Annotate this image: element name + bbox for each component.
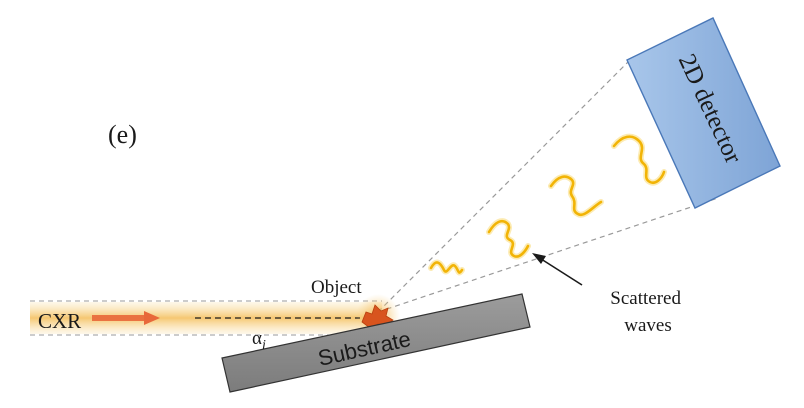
- wave-squiggle-icon: [611, 133, 667, 186]
- incident-beam: [30, 300, 382, 336]
- angle-subscript: i: [262, 338, 266, 353]
- angle-symbol: α: [252, 328, 262, 349]
- pointer-arrow-icon: [532, 253, 583, 286]
- panel-label: (e): [108, 120, 137, 149]
- scattered-line2: waves: [624, 315, 671, 336]
- beam-label: CXR: [38, 309, 81, 333]
- wave-squiggle-icon: [428, 259, 465, 276]
- detector: 2D detector: [626, 17, 781, 209]
- object-label: Object: [311, 277, 362, 298]
- wave-squiggle-icon: [548, 173, 604, 218]
- beam-arrow-icon: [92, 311, 160, 325]
- angle-label: αi: [252, 328, 266, 353]
- wave-squiggle-icon: [486, 218, 531, 260]
- scattered-line1: Scattered: [610, 288, 681, 309]
- scattering-cone: [377, 57, 719, 313]
- scattered-waves-label: Scattered waves: [610, 288, 685, 336]
- scattered-waves: [428, 133, 667, 276]
